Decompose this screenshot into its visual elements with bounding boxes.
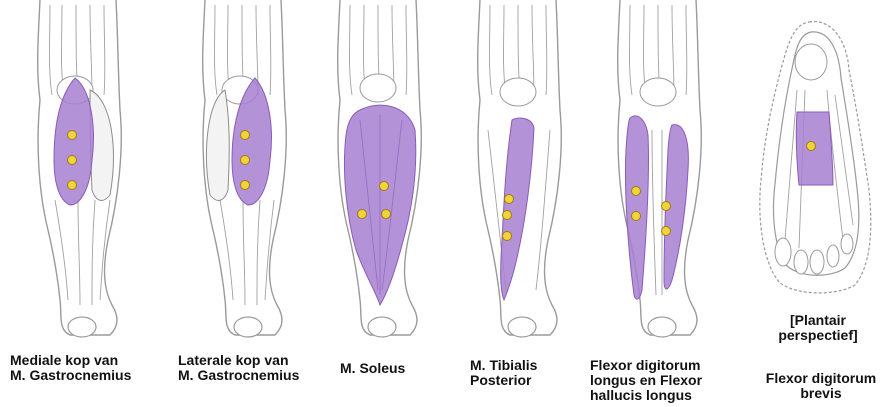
label-line: longus en Flexor [590,373,702,388]
label-line: M. Gastrocnemius [178,368,299,383]
label-line: M. Soleus [340,361,405,376]
leg-back-view-icon [460,0,580,345]
panel-flexor-longus: Flexor digitorum longus en Flexor halluc… [590,0,730,407]
label-line: [Plantair [763,313,873,328]
muscle-label: Flexor digitorum brevis [751,371,891,401]
label-line: Flexor digitorum [590,358,702,373]
panel-gastroc-lateral: Laterale kop van M. Gastrocnemius [170,0,320,407]
label-line: brevis [751,386,891,401]
label-line: M. Gastrocnemius [10,368,131,383]
foot-plantar-view-icon [745,0,893,300]
panel-tibialis: M. Tibialis Posterior [460,0,580,407]
muscle-label: M. Tibialis Posterior [470,358,537,388]
label-line: Mediale kop van [10,353,131,368]
view-note: [Plantair perspectief] [763,313,873,343]
muscle-label: Mediale kop van M. Gastrocnemius [10,353,131,383]
muscle-label: M. Soleus [340,361,405,376]
leg-back-view-icon [320,0,440,345]
panel-foot: [Plantair perspectief] Flexor digitorum … [745,0,893,407]
panel-soleus: M. Soleus [320,0,440,407]
leg-back-view-icon [170,0,320,345]
label-line: Posterior [470,373,537,388]
label-line: perspectief] [763,328,873,343]
muscle-label: Flexor digitorum longus en Flexor halluc… [590,358,702,403]
label-line: Flexor digitorum [751,371,891,386]
label-line: M. Tibialis [470,358,537,373]
trigger-point-icon [807,142,816,151]
leg-back-view-icon [0,0,150,345]
panel-gastroc-medial: Mediale kop van M. Gastrocnemius [0,0,150,407]
leg-back-view-icon [590,0,730,345]
muscle-label: Laterale kop van M. Gastrocnemius [178,353,299,383]
label-line: hallucis longus [590,388,702,403]
label-line: Laterale kop van [178,353,299,368]
